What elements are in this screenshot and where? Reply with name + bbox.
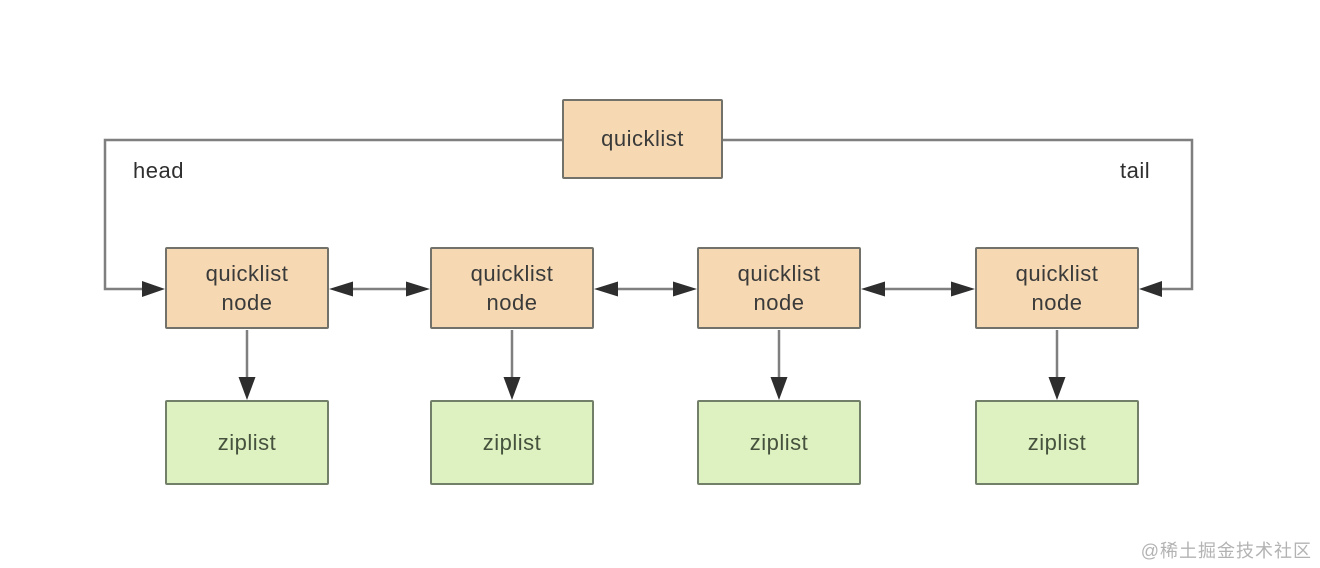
- watermark: @稀土掘金技术社区: [1140, 541, 1312, 561]
- quicklist-box: quicklist: [562, 99, 723, 179]
- ziplist-box-1: ziplist: [165, 400, 329, 485]
- link2-right-arrowhead-icon: [673, 281, 697, 297]
- quicklist-node-box-3: quicklist node: [697, 247, 861, 329]
- ziplist2-arrowhead-icon: [503, 377, 521, 400]
- link3-left-arrowhead-icon: [861, 281, 885, 297]
- link2-left-arrowhead-icon: [594, 281, 618, 297]
- link1-right-arrowhead-icon: [406, 281, 430, 297]
- quicklist-node-box-1: quicklist node: [165, 247, 329, 329]
- ziplist-box-2: ziplist: [430, 400, 594, 485]
- ziplist1-arrowhead-icon: [238, 377, 256, 400]
- head-arrowhead-icon: [142, 281, 165, 297]
- tail-arrowhead-icon: [1139, 281, 1162, 297]
- tail-label: tail: [1120, 158, 1151, 183]
- head-label: head: [133, 158, 184, 183]
- quicklist-node-box-2: quicklist node: [430, 247, 594, 329]
- ziplist3-arrowhead-icon: [770, 377, 788, 400]
- ziplist-box-4: ziplist: [975, 400, 1139, 485]
- link3-right-arrowhead-icon: [951, 281, 975, 297]
- ziplist4-arrowhead-icon: [1048, 377, 1066, 400]
- link1-left-arrowhead-icon: [329, 281, 353, 297]
- quicklist-node-box-4: quicklist node: [975, 247, 1139, 329]
- ziplist-box-3: ziplist: [697, 400, 861, 485]
